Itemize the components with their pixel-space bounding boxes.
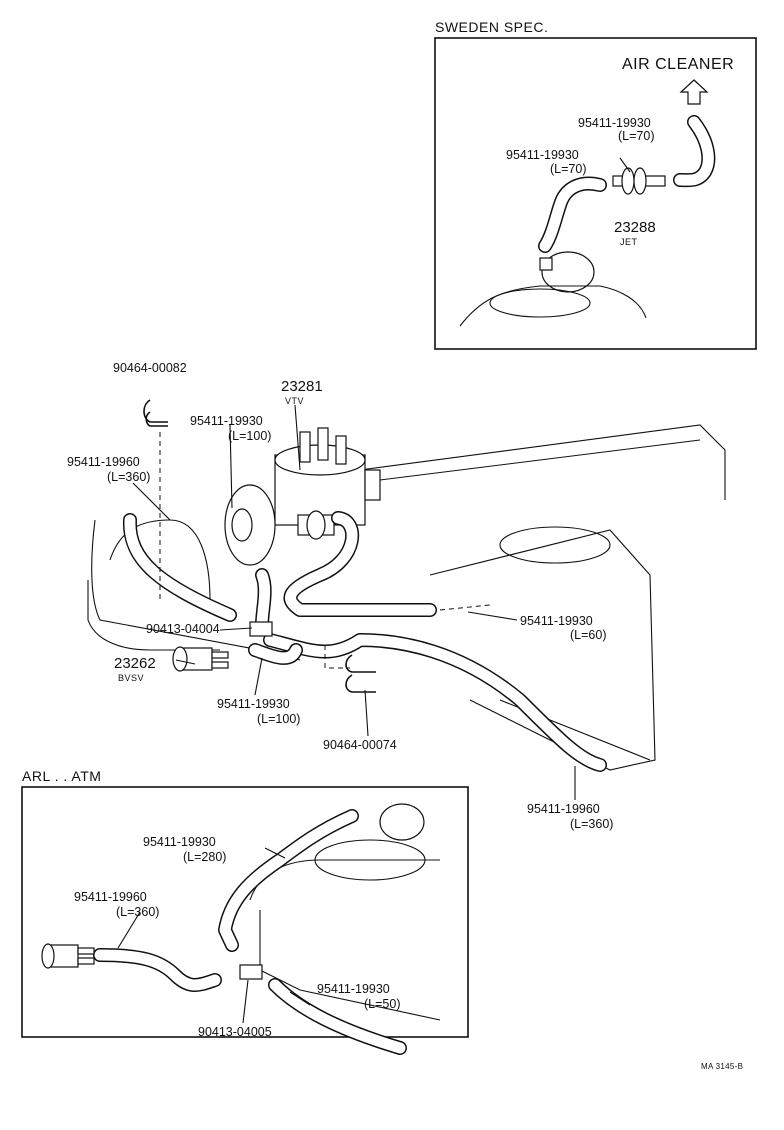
sweden-hose-lower-len: (L=70) [550,162,587,176]
bvsv-valve [172,646,229,672]
sweden-hose-lower: 95411-19930 [506,148,579,162]
tee-fitting [249,621,273,637]
long-hose-label: 95411-19960 [527,802,600,816]
right-hose-len: (L=60) [570,628,607,642]
tee-label: 90413-04004 [146,622,220,636]
tee-fitting-atm [239,964,263,980]
right-hose-label: 95411-19930 [520,614,593,628]
clip-bottom-label: 90464-00074 [323,738,397,752]
sweden-hose-upper-len: (L=70) [618,129,655,143]
atm-hose-c-label: 95411-19930 [317,982,390,996]
arl-atm-title: ARL . . ATM [22,768,102,784]
clip-top-label: 90464-00082 [113,361,187,375]
arl-inset-frame [21,786,469,1038]
vtv-hose-label: 95411-19930 [190,414,263,428]
left-hose-len: (L=360) [107,470,151,484]
atm-hose-b-label: 95411-19960 [74,890,147,904]
sweden-inset-frame [434,37,757,350]
canister [379,803,425,841]
bvsv-valve-atm [41,943,95,969]
jet-number: 23288 [614,219,656,236]
hose-a [218,809,359,952]
vtv-label: VTV [285,396,305,406]
long-hose [263,633,607,772]
vtv-hose-len: (L=100) [228,429,272,443]
valve-canister [539,251,595,293]
clip-bottom [345,654,376,693]
clip-top [143,399,168,427]
diaphragm [224,484,276,566]
jet-label: JET [620,237,638,247]
left-hose-label: 95411-19960 [67,455,140,469]
sweden-title: SWEDEN SPEC. [435,19,549,35]
air-cleaner-label: AIR CLEANER [622,56,735,73]
atm-hose-a-len: (L=280) [183,850,227,864]
arl-atm-inset [21,786,469,1055]
jet-part [612,167,666,195]
bvsv-label: BVSV [118,673,145,683]
atm-tee-label: 90413-04005 [198,1025,272,1039]
long-hose-len: (L=360) [570,817,614,831]
main-assembly [87,399,726,800]
up-arrow-icon [679,79,709,105]
bottom-hose-len: (L=100) [257,712,301,726]
sweden-spec-inset [434,37,757,350]
sweden-hose-upper: 95411-19930 [578,116,651,130]
bvsv-number: 23262 [114,655,156,672]
atm-hose-b-len: (L=360) [116,905,160,919]
atm-hose-c-len: (L=50) [364,997,401,1011]
carburetor [274,427,381,526]
bottom-hose-label: 95411-19930 [217,697,290,711]
vtv-valve [297,510,335,540]
vtv-number: 23281 [281,378,323,395]
atm-hose-a-label: 95411-19930 [143,835,216,849]
figure-code: MA 3145-B [701,1062,744,1071]
